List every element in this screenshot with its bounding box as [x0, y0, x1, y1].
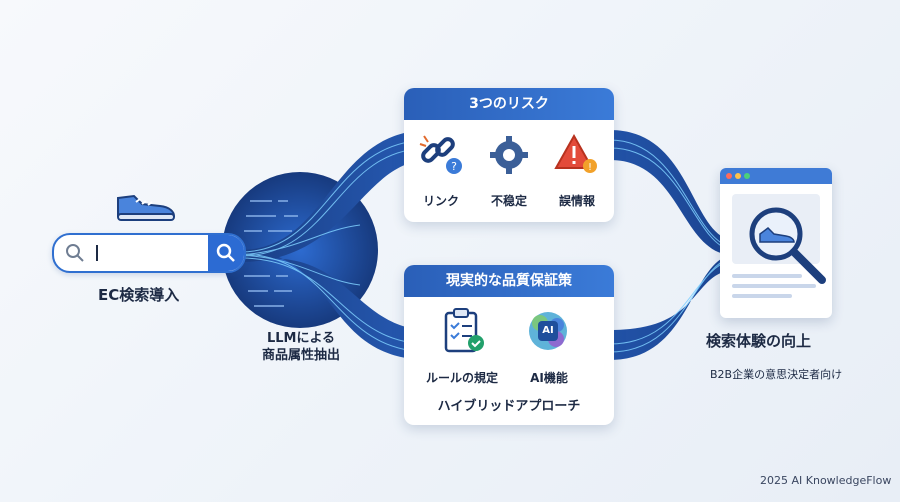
search-button-icon: [216, 243, 235, 262]
search-icon: [66, 244, 84, 262]
maximize-dot: [744, 173, 750, 179]
text-line: [732, 274, 802, 278]
risk-item-label: 誤情報: [558, 194, 595, 208]
quality-card: 現実的な品質保証策 AI ルールの規定 AI機能 ハイブリッドアプローチ: [404, 265, 614, 425]
right-caption: 検索体験の向上: [706, 332, 812, 350]
svg-text:!: !: [588, 162, 592, 173]
risk-card-title: 3つのリスク: [404, 88, 614, 120]
quality-item-label: AI機能: [530, 371, 568, 385]
svg-text:?: ?: [451, 160, 457, 173]
shoe-icon: [117, 194, 176, 221]
text-caret: [96, 245, 98, 261]
left-caption: EC検索導入: [98, 286, 180, 304]
ai-badge: AI: [542, 325, 554, 336]
footer-credit: 2025 AI KnowledgeFlow: [760, 474, 892, 487]
search-button[interactable]: [208, 235, 244, 271]
magnifier-shoe-icon: [749, 207, 826, 284]
right-subcaption: B2B企業の意思決定者向け: [710, 368, 843, 381]
gear-icon: [490, 136, 528, 174]
upper-flow-ribbon: [240, 130, 730, 262]
hybrid-approach-label: ハイブリッドアプローチ: [437, 399, 581, 414]
warning-icon: !: [554, 133, 597, 173]
ai-brain-icon: [529, 312, 567, 350]
quality-item-label: ルールの規定: [425, 371, 498, 385]
checklist-icon: [444, 308, 484, 353]
ai-chip-icon: AI: [526, 309, 570, 353]
risk-item-label: リンク: [422, 194, 459, 208]
close-dot: [726, 173, 732, 179]
risk-item-label: 不稳定: [490, 194, 527, 208]
extraction-line-1: LLMによる: [266, 331, 336, 346]
extraction-label: LLMによる 商品属性抽出: [246, 330, 356, 364]
search-bar[interactable]: [52, 233, 246, 273]
data-bits: [244, 200, 298, 307]
browser-titlebar: [720, 168, 832, 184]
minimize-dot: [735, 173, 741, 179]
extraction-line-2: 商品属性抽出: [261, 348, 340, 363]
broken-link-icon: ?: [419, 135, 462, 174]
text-line: [732, 284, 816, 288]
text-line: [732, 294, 792, 298]
quality-card-title: 現実的な品質保証策: [404, 265, 614, 297]
risk-card: 3つのリスク ? ! リンク 不稳定 誤情報: [404, 88, 614, 222]
